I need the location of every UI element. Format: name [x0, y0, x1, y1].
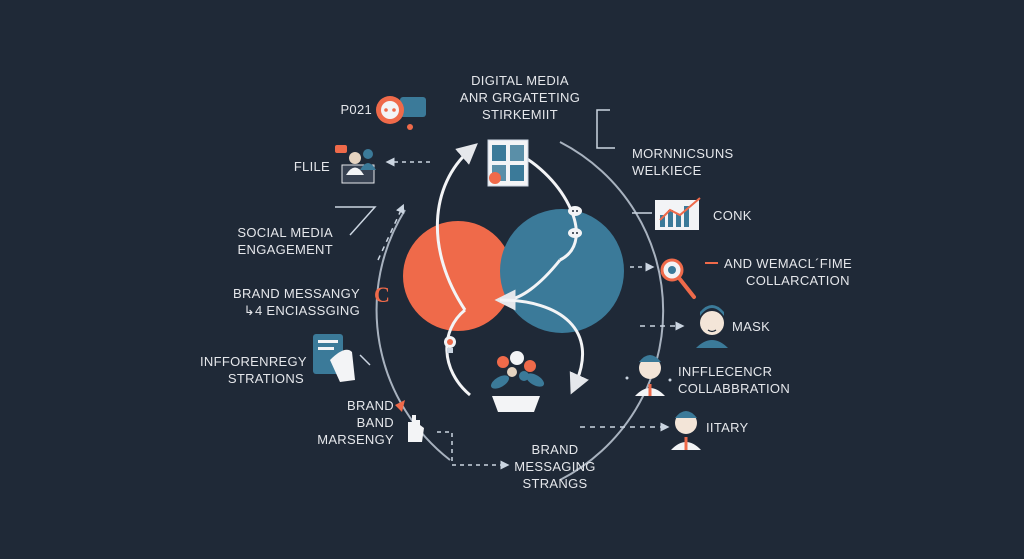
label-social-line: SOCIAL MEDIA: [237, 225, 333, 240]
label-mornnicsuns-line: WELKIECE: [632, 163, 702, 178]
photo-grid-icon: [487, 139, 529, 187]
connector-mornnicsuns: [596, 109, 615, 149]
analytics-chart-icon: [655, 197, 701, 230]
lightbulb-icon: [444, 336, 456, 353]
label-itary-text: IITARY: [706, 420, 749, 435]
label-wemacl: AND WEMACL´FIME COLLARCATION: [724, 255, 852, 289]
label-bottom-line: STRANGS: [522, 476, 588, 491]
label-social-media: SOCIAL MEDIA ENGAGEMENT: [215, 224, 333, 258]
label-wemacl-line: AND WEMACL´FIME: [724, 256, 852, 271]
label-file: FLILE: [280, 158, 330, 175]
person-avatar-icon: [625, 355, 672, 396]
connector-bottom: [437, 431, 510, 470]
label-inflorenregy-line: INFFORENREGY: [200, 354, 307, 369]
person-avatar-icon: [696, 305, 728, 348]
label-p021-text: P021: [340, 102, 372, 117]
raised-hand-icon: [395, 400, 424, 442]
cycle-arrow-bottom: [499, 298, 589, 395]
label-bottom-line: BRAND: [531, 442, 579, 457]
center-title-line: ANR GRGATETING: [459, 90, 581, 105]
label-bottom-line: MESSAGING: [514, 459, 596, 474]
label-brand-band-line: MARSENGY: [317, 432, 394, 447]
label-inflorenregy: INFFORENREGY STRATIONS: [200, 353, 307, 387]
connector-social-arrow: [377, 203, 405, 261]
chat-dots-icon: [568, 206, 582, 238]
label-brand-band-line: BAND: [356, 415, 394, 430]
label-p021: P021: [320, 101, 372, 118]
c-glyph: C: [374, 282, 390, 307]
label-social-line: ENGAGEMENT: [237, 242, 333, 257]
label-inflorenregy-line: STRATIONS: [227, 371, 304, 386]
outer-cycle-arc: [559, 141, 665, 481]
center-title: DIGITAL MEDIA ANR GRGATETING STIRKEMIIT: [455, 72, 585, 123]
label-brand-messangy-line: ↳4 ENCIASSGING: [243, 303, 360, 318]
label-brand-messangy-line: BRAND MESSANGY: [232, 286, 360, 301]
label-brand-messangy: BRAND MESSANGY ↳4 ENCIASSGING: [230, 285, 360, 319]
hand-card-icon: [313, 334, 355, 382]
label-inflecencr: INFFLECENCR COLLABBRATION: [678, 363, 790, 397]
label-conk: CONK: [713, 207, 752, 224]
center-title-line: DIGITAL MEDIA: [471, 73, 569, 88]
chat-bubble-icon: [376, 96, 426, 130]
label-mornnicsuns: MORNNICSUNS WELKIECE: [632, 145, 734, 179]
connector-social: [335, 206, 377, 236]
label-file-text: FLILE: [293, 159, 330, 174]
people-meeting-icon: [335, 145, 376, 184]
center-title-line: STIRKEMIIT: [482, 107, 558, 122]
label-wemacl-line: COLLARCATION: [746, 273, 850, 288]
label-mornnicsuns-line: MORNNICSUNS: [632, 146, 734, 161]
label-brand-messaging-strangs: BRAND MESSAGING STRANGS: [500, 441, 610, 492]
label-itary: IITARY: [706, 419, 749, 436]
label-inflecencr-line: INFFLECENCR: [678, 364, 773, 379]
label-inflecencr-line: COLLABBRATION: [678, 381, 791, 396]
orange-circle: [403, 221, 513, 331]
magnifier-icon: [660, 258, 696, 299]
cycle-arrow-top-left: [436, 143, 478, 311]
label-brand-band-line: BRAND: [346, 398, 394, 413]
connector-inflorenregy: [359, 354, 371, 366]
label-conk-text: CONK: [713, 208, 752, 223]
flower-pot-icon: [490, 351, 545, 412]
label-mask-text: MASK: [732, 319, 771, 334]
person-avatar-icon: [671, 411, 701, 450]
label-mask: MASK: [732, 318, 770, 335]
label-brand-band: BRAND BAND MARSENGY: [300, 397, 394, 448]
